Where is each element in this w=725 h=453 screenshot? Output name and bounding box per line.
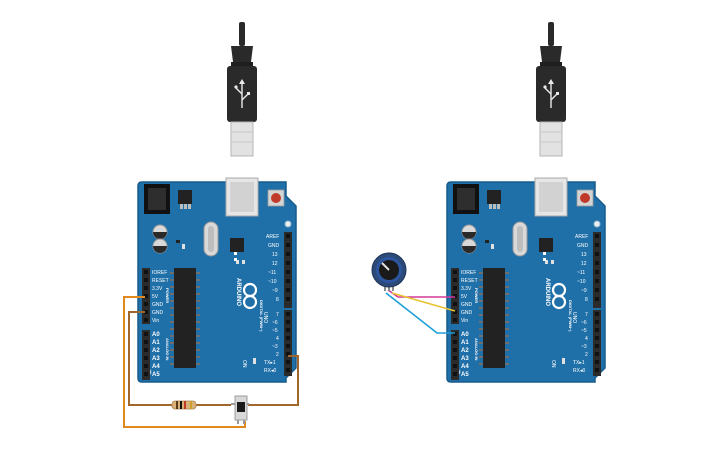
pin-label-aref: AREF [575, 234, 588, 240]
on-led-label: ON [550, 360, 556, 368]
arduino-logo-text: ARDUINO [235, 278, 241, 306]
pin-label-gnd-d: GND [268, 243, 280, 249]
pin-label-a2: A2 [152, 348, 160, 354]
pin-label-a5: A5 [461, 372, 469, 378]
pin-label-11: ~11 [577, 270, 585, 276]
arduino-uno-right[interactable]: ARDUINO UNO IOREF RESET 3.3V 5V GND GND … [445, 176, 607, 384]
pin-label-7: 7 [276, 312, 279, 318]
potentiometer[interactable] [371, 252, 407, 291]
pin-label-4: 4 [276, 336, 279, 342]
pin-label-a1: A1 [461, 340, 469, 346]
pin-label-13: 13 [272, 252, 278, 258]
digital-label: DIGITAL (PWM~) [259, 300, 264, 332]
wire-brown-gnd[interactable] [128, 311, 172, 406]
pin-label-3v3: 3.3V [461, 286, 472, 292]
pin-label-6: ~6 [581, 320, 587, 326]
pin-label-6: ~6 [272, 320, 278, 326]
pin-label-9: ~9 [581, 288, 587, 294]
pin-label-5v: 5V [461, 294, 468, 300]
right-circuit: ARDUINO UNO IOREF RESET 3.3V 5V GND GND … [371, 21, 607, 384]
pin-label-7: 7 [585, 312, 588, 318]
left-circuit: ARDUINO UNO IOREF RESET 3.3V 5V GND GND … [123, 21, 299, 428]
pin-label-vin: Vin [152, 318, 159, 324]
pin-label-a3: A3 [461, 356, 469, 362]
pin-label-2: 2 [276, 352, 279, 358]
pin-label-reset: RESET [461, 278, 478, 284]
pin-label-tx: TX▸1 [264, 360, 276, 366]
pushbutton[interactable] [231, 395, 249, 424]
pin-label-vin: Vin [461, 318, 468, 324]
pin-label-4: 4 [585, 336, 588, 342]
pin-label-a0: A0 [152, 332, 160, 338]
wire-cyan-a0[interactable] [385, 292, 455, 334]
pin-label-a1: A1 [152, 340, 160, 346]
pin-label-a4: A4 [152, 364, 160, 370]
wire-orange-5v[interactable] [123, 296, 246, 428]
wire-yellow-gnd[interactable] [391, 292, 456, 312]
board-model: UNO [571, 312, 577, 323]
analog-label: ANALOG IN [474, 338, 479, 361]
pin-label-10: ~10 [577, 279, 586, 285]
wire-brown-pin2[interactable] [248, 355, 299, 406]
power-label: POWER [165, 288, 170, 303]
board-model: UNO [262, 312, 268, 323]
pin-label-ioref: IOREF [461, 270, 476, 276]
pin-label-12: 12 [581, 261, 587, 267]
pin-label-a4: A4 [461, 364, 469, 370]
pin-label-gnd-1: GND [461, 302, 473, 308]
pin-label-gnd-2: GND [461, 310, 473, 316]
pin-label-8: 8 [585, 297, 588, 303]
pin-label-rx: RX◂0 [264, 368, 276, 374]
pin-label-3: ~3 [581, 344, 587, 350]
pin-label-5v: 5V [152, 294, 159, 300]
pin-label-aref: AREF [266, 234, 279, 240]
pin-label-3v3: 3.3V [152, 286, 163, 292]
resistor[interactable] [171, 400, 197, 410]
usb-cable-right[interactable] [535, 21, 567, 157]
usb-cable-left[interactable] [226, 21, 258, 157]
on-led-label: ON [241, 360, 247, 368]
analog-label: ANALOG IN [165, 338, 170, 361]
pin-label-8: 8 [276, 297, 279, 303]
arduino-uno-left[interactable]: ARDUINO UNO IOREF RESET 3.3V 5V GND GND … [136, 176, 298, 384]
pin-label-11: ~11 [268, 270, 276, 276]
pin-label-13: 13 [581, 252, 587, 258]
pin-label-12: 12 [272, 261, 278, 267]
pin-label-3: ~3 [272, 344, 278, 350]
pin-label-a0: A0 [461, 332, 469, 338]
pin-label-rx: RX◂0 [573, 368, 585, 374]
wire-magenta-5v[interactable] [387, 289, 455, 298]
pin-label-10: ~10 [268, 279, 277, 285]
pin-label-gnd-2: GND [152, 310, 164, 316]
pin-label-5: ~5 [272, 328, 278, 334]
pin-label-a5: A5 [152, 372, 160, 378]
pin-label-gnd-d: GND [577, 243, 589, 249]
pin-label-5: ~5 [581, 328, 587, 334]
pin-label-gnd-1: GND [152, 302, 164, 308]
pin-label-9: ~9 [272, 288, 278, 294]
digital-label: DIGITAL (PWM~) [568, 300, 573, 332]
pin-label-reset: RESET [152, 278, 169, 284]
pin-label-a2: A2 [461, 348, 469, 354]
pin-label-tx: TX▸1 [573, 360, 585, 366]
pin-label-a3: A3 [152, 356, 160, 362]
pin-label-2: 2 [585, 352, 588, 358]
arduino-logo-text: ARDUINO [544, 278, 550, 306]
pin-label-ioref: IOREF [152, 270, 167, 276]
power-label: POWER [474, 288, 479, 303]
